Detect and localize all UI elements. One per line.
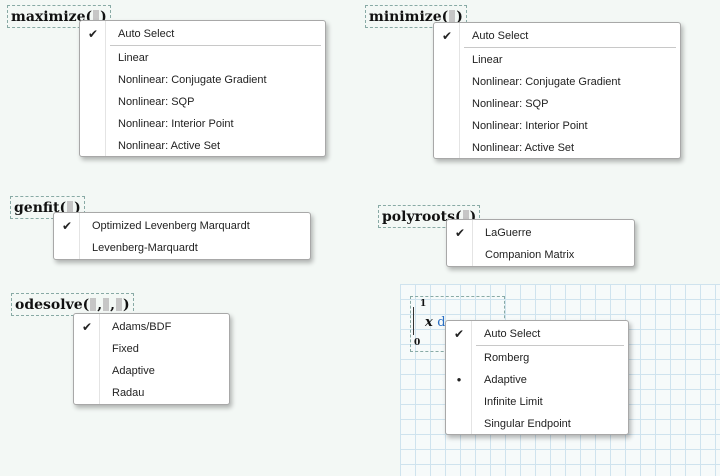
menu-item-adams-bdf[interactable]: ✔ Adams/BDF	[74, 316, 229, 338]
menu-separator	[110, 45, 321, 46]
maximize-method-menu: ✔ Auto Select Linear Nonlinear: Conjugate…	[79, 20, 326, 157]
menu-item-label: LaGuerre	[485, 227, 532, 239]
menu-item-label: Romberg	[484, 352, 530, 364]
menu-item-label: Nonlinear: Conjugate Gradient	[118, 74, 267, 86]
menu-separator	[464, 47, 676, 48]
argument-placeholder[interactable]	[103, 298, 110, 311]
function-name: minimize	[369, 9, 442, 25]
menu-item-label: Nonlinear: Conjugate Gradient	[472, 76, 621, 88]
menu-item-linear[interactable]: Linear	[80, 47, 325, 69]
menu-item-label: Singular Endpoint	[484, 418, 571, 430]
polyroots-method-menu: ✔ LaGuerre Companion Matrix	[446, 219, 635, 267]
menu-item-label: Radau	[112, 387, 145, 399]
check-icon: ✔	[454, 226, 466, 240]
menu-item-label: Adaptive	[112, 365, 155, 377]
menu-item-auto-select[interactable]: ✔ Auto Select	[446, 323, 628, 345]
menu-item-label: Linear	[118, 52, 149, 64]
menu-item-label: Adaptive	[484, 374, 527, 386]
argument-placeholder[interactable]	[90, 298, 97, 311]
integral-sign-icon	[413, 307, 414, 335]
function-name: odesolve	[15, 297, 83, 313]
bullet-dot-icon: ●	[456, 375, 462, 384]
upper-limit[interactable]: 1	[420, 299, 427, 309]
differential: d	[437, 315, 446, 330]
menu-item-radau[interactable]: Radau	[74, 382, 229, 404]
odesolve-function[interactable]: odesolve(,,)	[11, 293, 134, 316]
menu-item-fixed[interactable]: Fixed	[74, 338, 229, 360]
menu-item-label: Linear	[472, 54, 503, 66]
menu-item-active-set[interactable]: Nonlinear: Active Set	[434, 137, 680, 159]
check-icon: ✔	[61, 219, 73, 233]
check-icon: ✔	[87, 27, 99, 41]
menu-item-auto-select[interactable]: ✔ Auto Select	[434, 25, 680, 47]
menu-item-label: Nonlinear: Active Set	[118, 140, 221, 152]
menu-item-infinite-limit[interactable]: Infinite Limit	[446, 391, 628, 413]
menu-item-label: Adams/BDF	[112, 321, 172, 333]
polyroots-function[interactable]: polyroots()	[378, 205, 481, 228]
menu-item-label: Fixed	[112, 343, 139, 355]
argument-placeholder[interactable]	[67, 201, 74, 214]
menu-item-interior-point[interactable]: Nonlinear: Interior Point	[80, 113, 325, 135]
argument-placeholder[interactable]	[462, 210, 469, 223]
check-icon: ✔	[81, 320, 93, 334]
menu-item-optimized-levenberg-marquardt[interactable]: ✔ Optimized Levenberg Marquardt	[54, 215, 310, 237]
menu-item-label: Infinite Limit	[484, 396, 543, 408]
menu-item-label: Nonlinear: Active Set	[472, 142, 575, 154]
menu-item-label: Auto Select	[472, 30, 529, 42]
menu-item-laguerre[interactable]: ✔ LaGuerre	[447, 222, 634, 244]
argument-placeholder[interactable]	[93, 10, 100, 23]
menu-item-label: Nonlinear: Interior Point	[472, 120, 588, 132]
function-name: genfit	[14, 200, 60, 216]
menu-item-label: Companion Matrix	[485, 249, 575, 261]
menu-item-conjugate-gradient[interactable]: Nonlinear: Conjugate Gradient	[80, 69, 325, 91]
menu-item-label: Auto Select	[118, 28, 175, 40]
menu-item-levenberg-marquardt[interactable]: Levenberg-Marquardt	[54, 237, 310, 259]
menu-item-label: Nonlinear: Interior Point	[118, 118, 234, 130]
integral-method-menu: ✔ Auto Select Romberg ● Adaptive Infinite …	[445, 320, 629, 435]
menu-item-active-set[interactable]: Nonlinear: Active Set	[80, 135, 325, 157]
genfit-method-menu: ✔ Optimized Levenberg Marquardt Levenberg…	[53, 212, 311, 260]
menu-item-singular-endpoint[interactable]: Singular Endpoint	[446, 413, 628, 435]
menu-separator	[476, 345, 624, 346]
menu-item-conjugate-gradient[interactable]: Nonlinear: Conjugate Gradient	[434, 71, 680, 93]
argument-placeholder[interactable]	[449, 10, 456, 23]
check-icon: ✔	[441, 29, 453, 43]
minimize-function[interactable]: minimize()	[365, 5, 467, 28]
integrand[interactable]: x d	[425, 315, 446, 330]
menu-item-linear[interactable]: Linear	[434, 49, 680, 71]
menu-item-sqp[interactable]: Nonlinear: SQP	[80, 91, 325, 113]
menu-item-romberg[interactable]: Romberg	[446, 347, 628, 369]
menu-item-auto-select[interactable]: ✔ Auto Select	[80, 23, 325, 45]
menu-item-label: Auto Select	[484, 328, 541, 340]
menu-item-interior-point[interactable]: Nonlinear: Interior Point	[434, 115, 680, 137]
function-name: polyroots	[382, 209, 455, 225]
maximize-function[interactable]: maximize()	[7, 5, 111, 28]
menu-item-label: Nonlinear: SQP	[118, 96, 195, 108]
menu-item-companion-matrix[interactable]: Companion Matrix	[447, 244, 634, 266]
function-name: maximize	[11, 9, 86, 25]
menu-item-adaptive[interactable]: Adaptive	[74, 360, 229, 382]
menu-item-sqp[interactable]: Nonlinear: SQP	[434, 93, 680, 115]
integrand-variable: x	[425, 315, 433, 330]
genfit-function[interactable]: genfit()	[10, 196, 85, 219]
minimize-method-menu: ✔ Auto Select Linear Nonlinear: Conjugate…	[433, 22, 681, 159]
menu-item-label: Nonlinear: SQP	[472, 98, 549, 110]
odesolve-method-menu: ✔ Adams/BDF Fixed Adaptive Radau	[73, 313, 230, 405]
menu-item-label: Levenberg-Marquardt	[92, 242, 198, 254]
lower-limit[interactable]: 0	[414, 338, 421, 348]
argument-placeholder[interactable]	[116, 298, 122, 311]
menu-item-label: Optimized Levenberg Marquardt	[92, 220, 250, 232]
menu-item-adaptive[interactable]: ● Adaptive	[446, 369, 628, 391]
check-icon: ✔	[453, 327, 465, 341]
